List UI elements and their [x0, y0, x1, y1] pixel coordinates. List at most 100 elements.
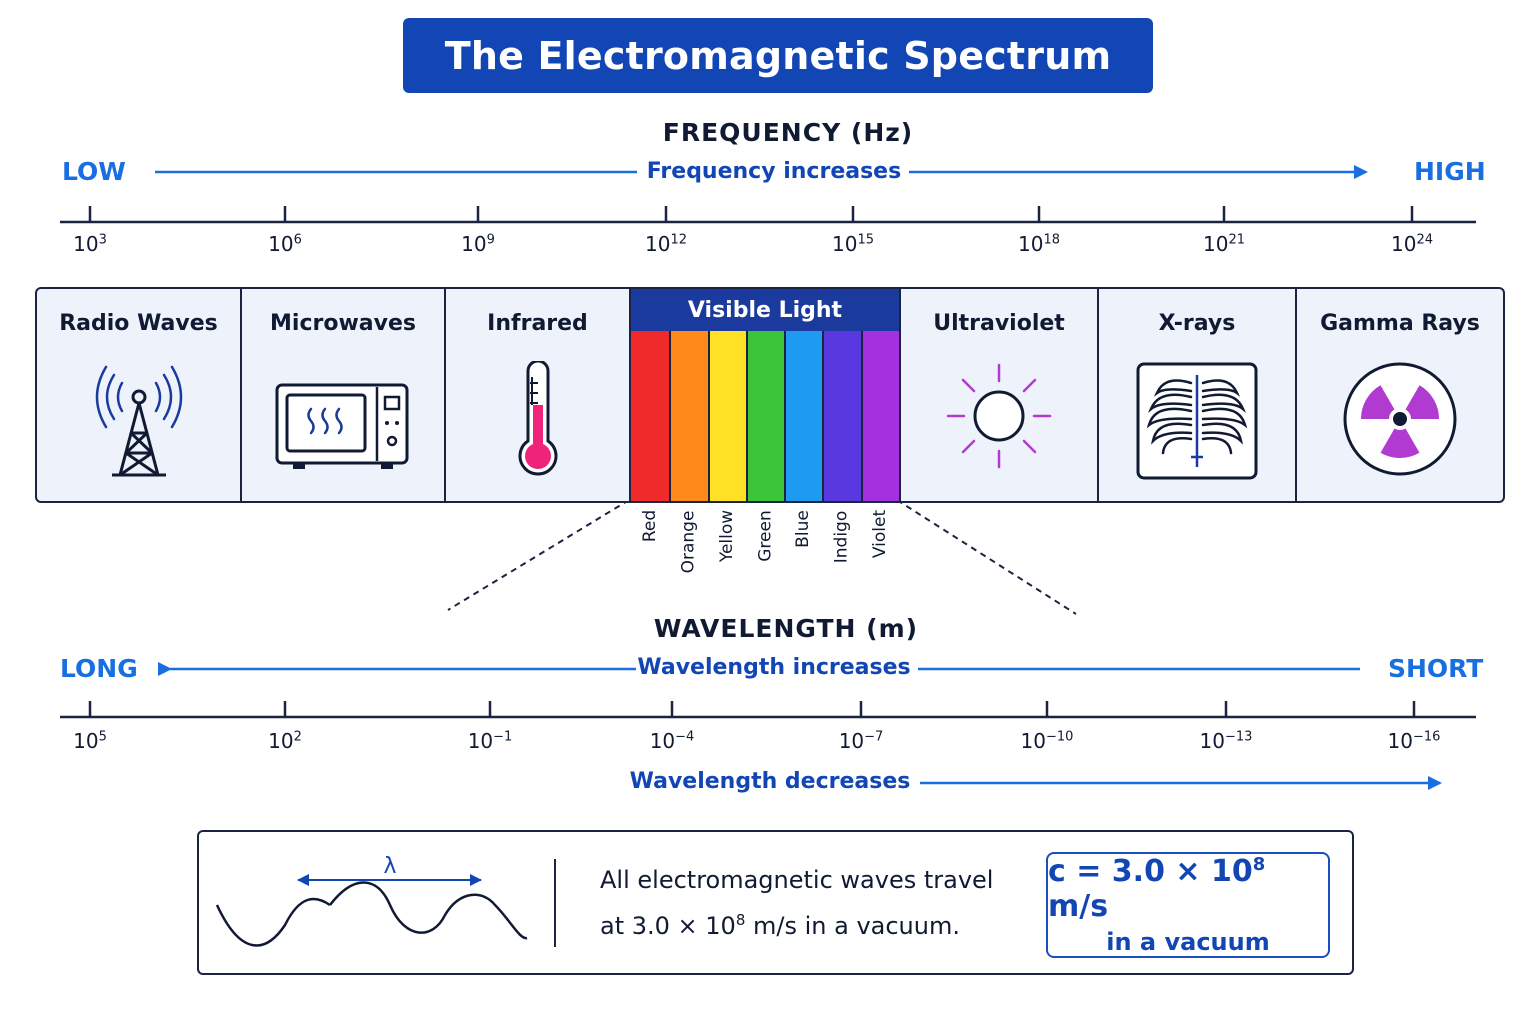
thermometer-icon — [518, 361, 557, 476]
frequency-axis-title: FREQUENCY (Hz) — [663, 118, 913, 147]
frequency-tick-label: 1018 — [1018, 232, 1060, 256]
wave-diagram: λ — [215, 854, 556, 947]
band-x-rays: X-rays — [1099, 289, 1297, 501]
wavelength-tick-label: 10−4 — [650, 729, 695, 753]
band-label-visible: Visible Light — [631, 289, 899, 331]
eq-post: m/s — [1048, 889, 1109, 924]
visible-color-label: Indigo — [831, 510, 852, 563]
frequency-unit: (Hz) — [850, 118, 914, 147]
frequency-ticks — [88, 206, 1414, 222]
wavelength-axis-title: WAVELENGTH (m) — [654, 614, 918, 643]
frequency-tick-base: 10 — [73, 232, 99, 256]
frequency-tick-base: 10 — [1203, 232, 1229, 256]
wavelength-tick-exp: −13 — [1225, 729, 1253, 745]
frequency-tick-label: 109 — [461, 232, 495, 256]
frequency-tick-exp: 21 — [1228, 232, 1245, 248]
wavelength-long-label: LONG — [60, 654, 138, 683]
spectrum-band-row: Radio Waves Microwaves — [35, 287, 1505, 503]
frequency-tick-exp: 15 — [857, 232, 874, 248]
visible-color-label: Yellow — [716, 509, 737, 563]
frequency-tick-label: 103 — [73, 232, 107, 256]
frequency-tick-exp: 12 — [670, 232, 687, 248]
equation-subtitle: in a vacuum — [1106, 928, 1270, 956]
wavelength-unit: (m) — [866, 614, 919, 643]
wavelength-tick-base: 10 — [838, 729, 865, 753]
microwave-oven-icon — [275, 383, 409, 469]
equation-box: c = 3.0 × 108 m/s in a vacuum — [1046, 852, 1330, 958]
wavelength-tick-exp: −7 — [864, 729, 884, 745]
band-ultraviolet: Ultraviolet — [899, 289, 1099, 501]
wavelength-short-label: SHORT — [1388, 654, 1484, 683]
frequency-tick-exp: 24 — [1416, 232, 1433, 248]
wavelength-tick-exp: −4 — [675, 729, 695, 745]
wavelength-tick-base: 10 — [1199, 729, 1226, 753]
speed-statement-line2: at 3.0 × 108 m/s in a vacuum. — [600, 900, 993, 946]
frequency-tick-base: 10 — [461, 232, 487, 256]
lambda-symbol: λ — [383, 854, 396, 879]
ribcage-xray-icon — [1136, 362, 1258, 480]
radio-tower-icon — [95, 365, 182, 477]
wavelength-tick-label: 10−1 — [468, 729, 513, 753]
visible-color-label: Violet — [869, 509, 890, 559]
band-label-ultraviolet: Ultraviolet — [933, 311, 1065, 336]
band-label-infrared: Infrared — [487, 311, 588, 336]
wavelength-increases-label: Wavelength increases — [637, 655, 911, 680]
frequency-direction-label: Frequency increases — [646, 159, 902, 184]
band-label-microwaves: Microwaves — [270, 311, 416, 336]
wavelength-tick-base: 10 — [1387, 729, 1414, 753]
wavelength-tick-exp: 5 — [98, 729, 107, 745]
sun-icon — [946, 363, 1052, 469]
wavelength-tick-label: 105 — [73, 729, 107, 753]
eq-pre: c = 3.0 × 10 — [1048, 854, 1253, 889]
wavelength-tick-base: 10 — [268, 729, 294, 753]
frequency-tick-label: 1012 — [645, 232, 687, 256]
wavelength-tick-label: 10−7 — [839, 729, 884, 753]
frequency-tick-exp: 9 — [486, 232, 495, 248]
frequency-tick-label: 1024 — [1391, 232, 1433, 256]
band-visible-light: Visible Light — [631, 289, 899, 501]
frequency-tick-exp: 3 — [98, 232, 107, 248]
frequency-tick-exp: 18 — [1043, 232, 1060, 248]
sine-wave — [215, 881, 528, 947]
band-gamma-rays: Gamma Rays — [1297, 289, 1503, 501]
title-banner: The Electromagnetic Spectrum — [403, 18, 1153, 93]
wavelength-tick-label: 10−10 — [1021, 729, 1074, 753]
band-label-radio: Radio Waves — [59, 311, 218, 336]
frequency-tick-base: 10 — [832, 232, 858, 256]
page-title: The Electromagnetic Spectrum — [444, 33, 1112, 78]
visible-color-label: Blue — [793, 510, 814, 548]
wavelength-tick-base: 10 — [649, 729, 676, 753]
band-microwaves: Microwaves — [242, 289, 446, 501]
wavelength-tick-label: 102 — [268, 729, 302, 753]
visible-stripe-yellow — [707, 331, 746, 501]
visible-stripe-green — [745, 331, 785, 501]
wavelength-tick-base: 10 — [467, 729, 494, 753]
visible-stripe-orange — [669, 331, 708, 501]
frequency-tick-label: 1015 — [832, 232, 874, 256]
radiation-icon — [1343, 362, 1457, 476]
visible-stripe-violet — [860, 331, 899, 501]
speed-statement-line1: All electromagnetic waves travel — [600, 866, 994, 894]
frequency-tick-label: 1021 — [1203, 232, 1245, 256]
band-label-xrays: X-rays — [1158, 311, 1236, 336]
wavelength-tick-exp: −10 — [1046, 729, 1074, 745]
visible-color-label: Orange — [678, 510, 699, 573]
wavelength-tick-base: 10 — [1020, 729, 1047, 753]
equation-main: c = 3.0 × 108 m/s — [1048, 854, 1328, 924]
band-label-gamma: Gamma Rays — [1320, 311, 1480, 336]
frequency-tick-base: 10 — [268, 232, 294, 256]
visible-color-label: Red — [640, 509, 661, 543]
band-infrared: Infrared — [446, 289, 631, 501]
visible-stripe-red — [631, 331, 670, 501]
frequency-tick-exp: 6 — [293, 232, 302, 248]
speed-statement: All electromagnetic waves travel at 3.0 … — [600, 860, 993, 946]
wavelength-tick-label: 10−13 — [1200, 729, 1253, 753]
wavelength-ticks — [88, 701, 1416, 717]
band-radio-waves: Radio Waves — [37, 289, 242, 501]
wavelength-tick-exp: 2 — [293, 729, 302, 745]
line2-exp: 8 — [735, 911, 746, 929]
wavelength-title-text: WAVELENGTH — [653, 614, 857, 643]
frequency-tick-base: 10 — [1018, 232, 1044, 256]
frequency-high-label: HIGH — [1414, 157, 1486, 186]
